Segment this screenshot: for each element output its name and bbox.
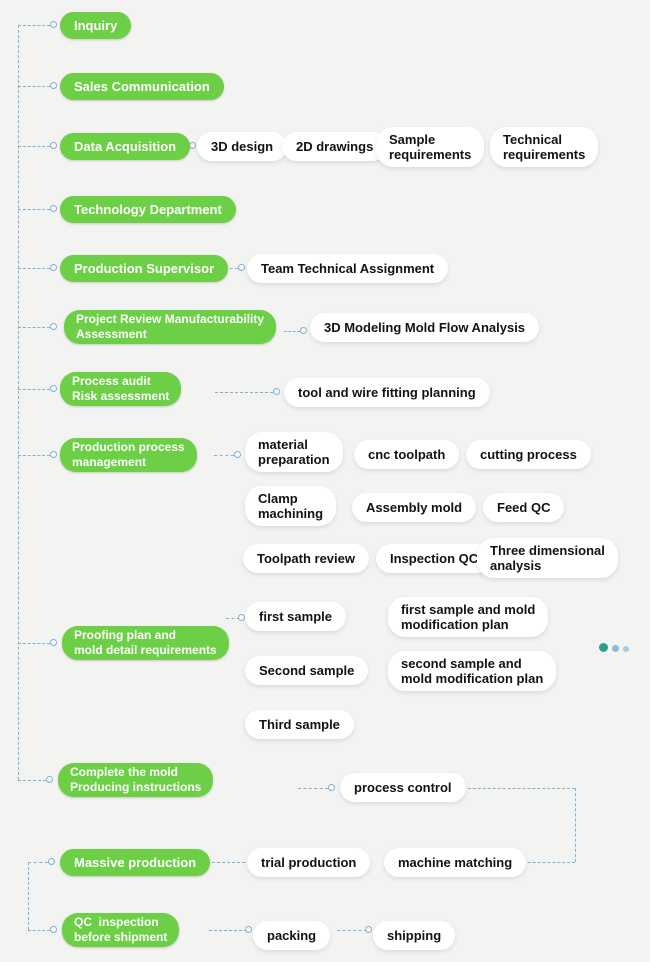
connector-endpoint [365,926,372,933]
sub-inspection-qc: Inspection QC [376,544,493,573]
sub-technical-requirements: Technical requirements [490,127,599,167]
sub-process-control: process control [340,773,466,802]
connector-endpoint [50,639,57,646]
connector-massive [28,862,48,863]
ellipsis-dot-icon [623,646,629,652]
secondary-flow-line [28,862,29,930]
connector-qc-sub [209,930,247,931]
sub-second-sample: Second sample [245,656,369,685]
connector-proofing [18,643,50,644]
sub-tool-wire-planning: tool and wire fitting planning [284,378,490,407]
ellipsis-dot-icon [599,643,608,652]
connector-process-audit-sub [215,392,273,393]
sub-sample-requirements: Sample requirements [376,127,485,167]
stage-sales-communication: Sales Communication [60,73,224,100]
loop-line-top [458,788,575,789]
sub-second-sample-plan: second sample and mold modification plan [388,651,557,691]
connector-production-process [18,455,50,456]
sub-2d-drawings: 2D drawings [282,132,388,161]
stage-massive-production: Massive production [60,849,211,876]
sub-mold-flow-analysis: 3D Modeling Mold Flow Analysis [310,313,540,342]
connector-endpoint [50,21,57,28]
connector-endpoint [50,264,57,271]
connector-endpoint [273,388,280,395]
connector-project-review [18,327,50,328]
connector-inquiry [18,25,50,26]
connector-endpoint [238,264,245,271]
sub-assembly-mold: Assembly mold [352,493,477,522]
main-flow-line [18,25,19,780]
connector-qc [28,930,50,931]
sub-shipping: shipping [373,921,456,950]
connector-technology [18,209,50,210]
sub-packing: packing [253,921,331,950]
connector-endpoint [50,451,57,458]
connector-endpoint [46,776,53,783]
connector-endpoint [50,385,57,392]
stage-qc-inspection: QC inspection before shipment [62,913,180,947]
stage-data-acquisition: Data Acquisition [60,133,191,160]
sub-trial-production: trial production [247,848,371,877]
connector-complete-mold [18,780,46,781]
sub-team-assignment: Team Technical Assignment [247,254,449,283]
connector-proofing-sub [226,618,240,619]
connector-endpoint [50,323,57,330]
connector-endpoint [50,926,57,933]
loop-line-bottom [518,862,575,863]
ellipsis-dot-icon [612,645,619,652]
sub-feed-qc: Feed QC [483,493,565,522]
sub-third-sample: Third sample [245,710,354,739]
sub-first-sample-plan: first sample and mold modification plan [388,597,549,637]
sub-cnc-toolpath: cnc toolpath [354,440,460,469]
sub-three-dimensional-analysis: Three dimensional analysis [477,538,618,578]
connector-endpoint [300,327,307,334]
connector-complete-mold-sub [298,788,328,789]
connector-sales [18,86,50,87]
sub-3d-design: 3D design [197,132,288,161]
connector-endpoint [50,82,57,89]
connector-endpoint [189,142,196,149]
connector-supervisor-sub [224,268,238,269]
connector-process-audit [18,389,50,390]
connector-endpoint [328,784,335,791]
stage-complete-mold: Complete the mold Producing instructions [58,763,214,797]
connector-endpoint [238,614,245,621]
stage-project-review: Project Review Manufacturability Assessm… [64,310,277,344]
sub-cutting-process: cutting process [466,440,591,469]
connector-supervisor [18,268,50,269]
connector-endpoint [48,858,55,865]
connector-project-review-sub [284,331,300,332]
connector-endpoint [50,205,57,212]
connector-endpoint [245,926,252,933]
stage-proofing-plan: Proofing plan and mold detail requiremen… [62,626,229,660]
sub-machine-matching: machine matching [384,848,527,877]
connector-production-process-sub [214,455,234,456]
connector-massive-sub [212,862,245,863]
sub-toolpath-review: Toolpath review [243,544,369,573]
stage-inquiry: Inquiry [60,12,132,39]
connector-data-acquisition [18,146,50,147]
connector-packing-shipping [337,930,367,931]
stage-production-supervisor: Production Supervisor [60,255,229,282]
stage-technology-department: Technology Department [60,196,236,223]
stage-process-audit: Process audit Risk assessment [60,372,182,406]
sub-first-sample: first sample [245,602,346,631]
connector-endpoint [50,142,57,149]
sub-material-preparation: material preparation [245,432,343,472]
connector-endpoint [234,451,241,458]
stage-production-process: Production process management [60,438,197,472]
loop-line-right [575,788,576,862]
sub-clamp-machining: Clamp machining [245,486,337,526]
